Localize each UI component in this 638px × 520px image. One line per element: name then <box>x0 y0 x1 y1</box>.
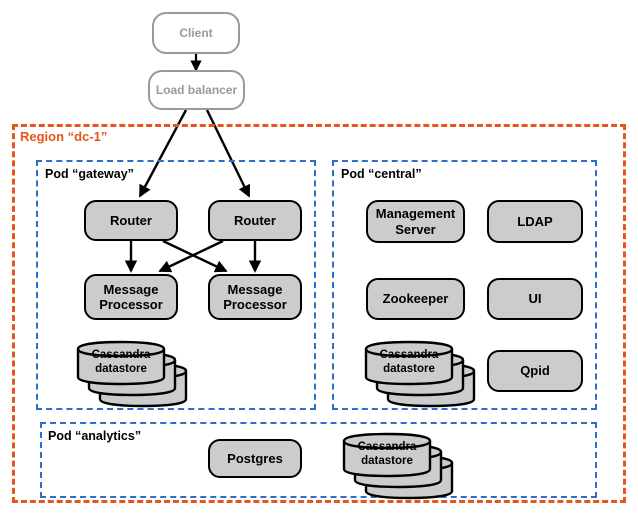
node-router-left[interactable]: Router <box>84 200 178 241</box>
node-cassandra-analytics[interactable]: Cassandra datastore <box>342 432 462 500</box>
node-zookeeper-label: Zookeeper <box>382 291 449 307</box>
node-ldap[interactable]: LDAP <box>487 200 583 243</box>
node-ui-label: UI <box>528 291 542 307</box>
node-postgres-label: Postgres <box>227 450 283 466</box>
node-message-processor-right-label: Message Processor <box>223 281 287 312</box>
node-message-processor-left[interactable]: Message Processor <box>84 274 178 320</box>
node-load-balancer[interactable]: Load balancer <box>148 70 245 110</box>
node-management-server[interactable]: Management Server <box>366 200 465 243</box>
region-dc-1-label: Region “dc-1” <box>20 129 108 144</box>
pod-analytics <box>40 422 597 498</box>
pod-analytics-label: Pod “analytics” <box>48 429 142 443</box>
node-router-right-label: Router <box>234 212 276 228</box>
database-cylinder-icon-front: Cassandra datastore <box>342 432 432 478</box>
node-management-server-label: Management Server <box>375 206 456 237</box>
pod-central <box>332 160 597 410</box>
pod-gateway-label: Pod “gateway” <box>45 167 134 181</box>
node-load-balancer-label: Load balancer <box>155 82 238 97</box>
node-ui[interactable]: UI <box>487 278 583 320</box>
node-postgres[interactable]: Postgres <box>208 439 302 478</box>
node-client[interactable]: Client <box>152 12 240 54</box>
node-message-processor-right[interactable]: Message Processor <box>208 274 302 320</box>
region-dc-1 <box>12 124 626 503</box>
node-router-left-label: Router <box>110 212 152 228</box>
node-ldap-label: LDAP <box>517 213 553 229</box>
node-qpid[interactable]: Qpid <box>487 350 583 392</box>
node-client-label: Client <box>179 25 213 40</box>
node-zookeeper[interactable]: Zookeeper <box>366 278 465 320</box>
node-cassandra-central[interactable]: Cassandra datastore <box>364 340 484 408</box>
node-cassandra-gateway[interactable]: Cassandra datastore <box>76 340 196 408</box>
pod-central-label: Pod “central” <box>341 167 422 181</box>
node-message-processor-left-label: Message Processor <box>99 281 163 312</box>
database-cylinder-icon-front: Cassandra datastore <box>364 340 454 386</box>
node-router-right[interactable]: Router <box>208 200 302 241</box>
pod-gateway <box>36 160 316 410</box>
node-qpid-label: Qpid <box>520 363 550 379</box>
database-cylinder-icon-front: Cassandra datastore <box>76 340 166 386</box>
